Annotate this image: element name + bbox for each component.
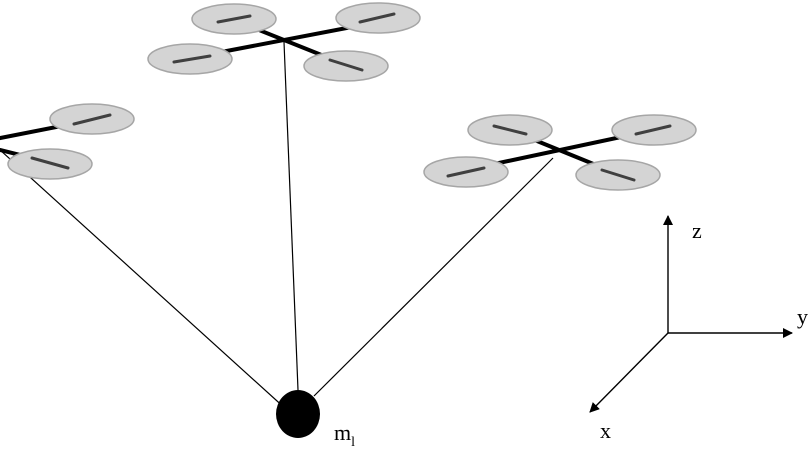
coordinate-axes: z y x [589, 215, 808, 443]
y-axis-label: y [797, 304, 808, 329]
mass-subscript: l [351, 435, 355, 450]
quadrotor-left [0, 103, 135, 180]
propeller-blade [328, 58, 364, 72]
propeller-blade [216, 14, 252, 24]
cable-right [313, 157, 554, 397]
x-axis-label: x [600, 418, 611, 443]
z-axis-label: z [692, 218, 702, 243]
mass-label: ml [334, 420, 355, 450]
quadrotor-right [423, 114, 697, 191]
propeller-blade [446, 166, 486, 178]
payload-mass [276, 390, 320, 438]
propeller-blade [358, 12, 396, 24]
x-axis [589, 332, 669, 413]
mass-symbol: m [334, 420, 351, 445]
cable-center [283, 41, 299, 391]
propeller-blade [600, 168, 636, 182]
cable-left [0, 149, 288, 411]
propeller-blade [492, 124, 528, 136]
propeller-blade [172, 54, 212, 64]
propeller-blade [634, 124, 672, 136]
propeller-blade [30, 156, 70, 170]
propeller-blade [72, 113, 112, 126]
quadrotor-top [147, 2, 421, 82]
